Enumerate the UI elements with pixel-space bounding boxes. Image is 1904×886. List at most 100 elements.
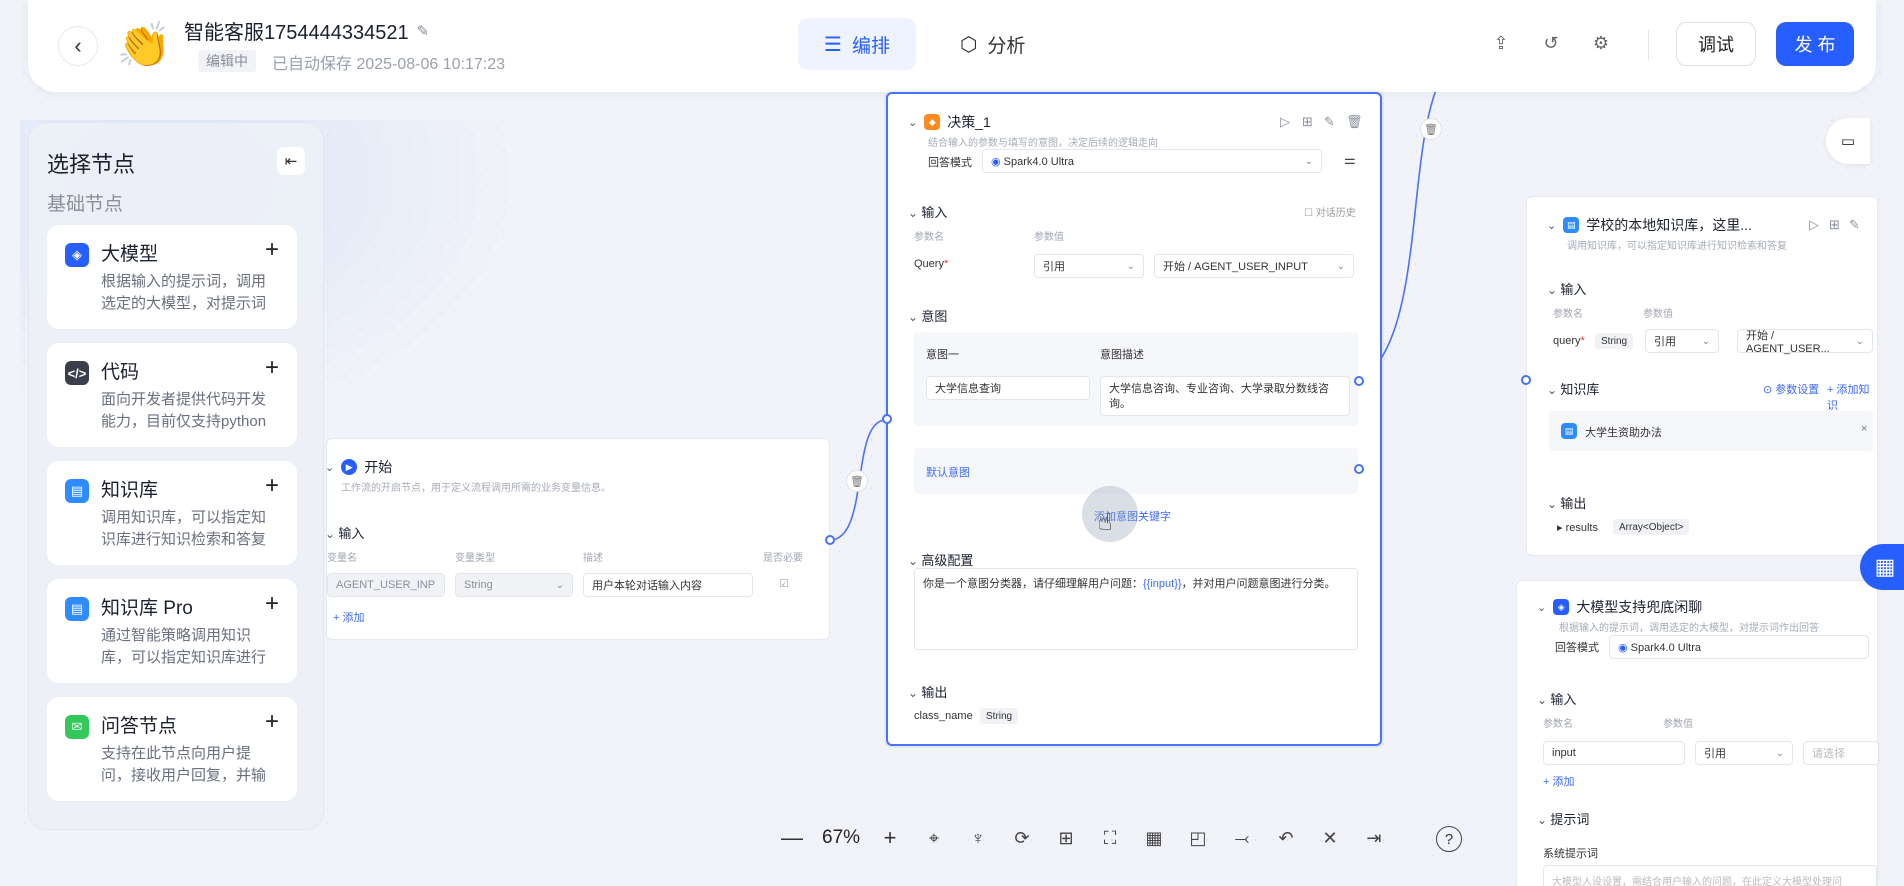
zoom-level: 67% — [822, 827, 861, 848]
zoom-out-button[interactable]: — — [781, 825, 803, 850]
kb-node[interactable]: ⌄ ▤ 学校的本地知识库，这里... ▷ ⊞ ✎ 调用知识库，可以指定知识库进行… — [1521, 196, 1878, 556]
output-type-badge: String — [980, 708, 1019, 724]
run-icon[interactable]: ▷ — [1280, 114, 1290, 129]
edit-icon[interactable]: ✎ — [1324, 114, 1335, 129]
undo-icon[interactable]: ↶ — [1278, 827, 1294, 848]
add-node-icon[interactable]: ⊞ — [1058, 827, 1074, 848]
qr-code-icon[interactable]: ▦ — [1860, 544, 1904, 590]
col-param: 参数名 — [1553, 309, 1583, 320]
document-icon: ▤ — [1563, 217, 1580, 233]
trash-icon[interactable]: 🗑 — [1346, 114, 1363, 129]
intent-name-input[interactable]: 大学信息查询 — [926, 376, 1090, 400]
kb-output-type: Array<Object> — [1613, 519, 1690, 535]
plus-icon[interactable]: + — [264, 236, 279, 263]
intent-desc-label: 意图描述 — [1100, 349, 1144, 361]
plus-icon[interactable]: + — [264, 472, 279, 499]
export-icon[interactable]: ⇥ — [1366, 827, 1382, 848]
col-value: 参数值 — [1663, 719, 1693, 730]
add-keyword-button[interactable]: 添加意图关键字 — [1094, 511, 1171, 523]
var-type-select: String⌄ — [455, 573, 573, 597]
advanced-section: 高级配置 — [908, 550, 973, 569]
model-select[interactable]: ◉ Spark4.0 Ultra⌄ — [982, 149, 1322, 173]
node-card-llm[interactable]: ◈ 大模型 + 根据输入的提示词，调用选定的大模型，对提示词作… — [47, 225, 297, 329]
intent-name-label: 意图一 — [926, 349, 959, 361]
llm-icon: ◈ — [1553, 599, 1570, 615]
broom-icon[interactable]: ♆ — [971, 827, 985, 848]
document-icon: ▤ — [1561, 423, 1577, 439]
document-icon: ▤ — [65, 479, 89, 503]
output-port[interactable] — [825, 535, 835, 545]
note-icon[interactable]: ◰ — [1189, 827, 1207, 848]
remove-kb-icon[interactable]: × — [1861, 423, 1868, 435]
collapse-icon[interactable]: ✕ — [1322, 827, 1338, 848]
refresh-icon[interactable]: ⟳ — [1014, 827, 1030, 848]
llm-node[interactable]: ⌄ ◈ 大模型支持兜底闲聊 根据输入的提示词，调用选定的大模型，对提示词作出回答… — [1516, 580, 1879, 886]
edit-icon[interactable]: ✎ — [1849, 217, 1860, 232]
tab-orchestrate[interactable]: ☰ 编排 — [798, 18, 916, 70]
node-card-code[interactable]: </> 代码 + 面向开发者提供代码开发能力，目前仅支持python语… — [47, 343, 297, 447]
branch-icon[interactable]: ⤙ — [1234, 827, 1250, 848]
llm-ref-value-select[interactable]: 请选择 — [1803, 741, 1879, 765]
tab-analysis[interactable]: ⬡ 分析 — [934, 18, 1051, 70]
intent-port[interactable] — [1354, 376, 1364, 386]
param-settings-button[interactable]: ⊙ 参数设置 — [1763, 384, 1820, 396]
zoom-in-button[interactable]: + — [883, 825, 897, 850]
kb-item: ▤ 大学生资助办法 × — [1549, 411, 1873, 451]
minimap-toggle-icon[interactable]: ▭ — [1826, 118, 1870, 164]
help-button[interactable]: ? — [1436, 826, 1462, 852]
layout-icon[interactable]: ▦ — [1145, 827, 1163, 848]
llm-node-title: ⌄ ◈ 大模型支持兜底闲聊 — [1537, 599, 1703, 615]
default-intent-port[interactable] — [1354, 464, 1364, 474]
sys-prompt-input[interactable]: 大模型人设设置，需结合用户输入的问题，在此定义大模型处理问 — [1543, 865, 1877, 886]
history-icon[interactable]: ↺ — [1543, 32, 1559, 53]
locate-icon[interactable]: ⌖ — [928, 827, 940, 848]
node-card-qa[interactable]: ✉ 问答节点 + 支持在此节点向用户提问，接收用户回复，并输出回… — [47, 697, 297, 801]
plus-icon[interactable]: + — [264, 354, 279, 381]
plus-icon[interactable]: + — [264, 708, 279, 735]
gear-icon[interactable]: ⚙ — [1592, 32, 1610, 53]
prompt-section: 提示词 — [1537, 809, 1589, 828]
publish-button[interactable]: 发 布 — [1776, 22, 1854, 66]
decision-node[interactable]: ⌄ ◆ 决策_1 ▷ ⊞ ✎ 🗑 结合输入的参数与填写的意图，决定后续的逻辑走向… — [882, 92, 1382, 746]
node-card-knowledge-pro[interactable]: ▤ 知识库 Pro + 通过智能策略调用知识库，可以指定知识库进行知识… — [47, 579, 297, 683]
default-intent-box — [914, 448, 1358, 494]
kb-ref-value-select[interactable]: 开始 / AGENT_USER...⌄ — [1737, 329, 1873, 355]
input-port[interactable] — [882, 414, 892, 424]
llm-model-select[interactable]: ◉ Spark4.0 Ultra — [1609, 635, 1869, 659]
add-kb-button[interactable]: + 添加知识 — [1827, 384, 1870, 412]
app-title-text: 智能客服1754444334521 — [184, 22, 409, 44]
copy-icon[interactable]: ⊞ — [1302, 114, 1313, 129]
delete-edge-icon[interactable]: 🗑 — [846, 470, 868, 492]
add-var-button[interactable]: + 添加 — [333, 612, 365, 624]
start-input-section: 输入 — [325, 523, 364, 542]
ref-type-select[interactable]: 引用⌄ — [1034, 254, 1144, 278]
node-card-desc: 根据输入的提示词，调用选定的大模型，对提示词作… — [101, 273, 267, 312]
node-card-knowledge[interactable]: ▤ 知识库 + 调用知识库，可以指定知识库进行知识检索和答复 — [47, 461, 297, 565]
delete-edge-icon[interactable]: 🗑 — [1420, 118, 1442, 140]
run-icon[interactable]: ▷ — [1809, 217, 1819, 232]
sliders-icon[interactable]: ⚌ — [1344, 152, 1356, 167]
collapse-panel-icon[interactable]: ⇤ — [277, 147, 305, 175]
start-node[interactable]: ⌄ ▶ 开始 工作流的开启节点，用于定义流程调用所需的业务变量信息。 输入 变量… — [325, 438, 835, 640]
kb-desc: 调用知识库，可以指定知识库进行知识检索和答复 — [1567, 241, 1787, 252]
var-desc-field[interactable]: 用户本轮对话输入内容 — [583, 573, 753, 597]
plus-icon[interactable]: + — [264, 590, 279, 617]
history-toggle[interactable]: ☐ 对话历史 — [1304, 208, 1356, 219]
edit-pencil-icon[interactable]: ✎ — [416, 22, 430, 40]
llm-add-param-button[interactable]: + 添加 — [1543, 776, 1575, 788]
copy-icon[interactable]: ⊞ — [1829, 217, 1840, 232]
kb-ref-type-select[interactable]: 引用⌄ — [1645, 329, 1719, 353]
upload-icon[interactable]: ⇪ — [1493, 32, 1509, 53]
ref-value-select[interactable]: 开始 / AGENT_USER_INPUT⌄ — [1154, 254, 1354, 278]
node-card-name: 知识库 Pro — [101, 598, 193, 619]
llm-ref-type-select[interactable]: 引用⌄ — [1695, 741, 1793, 765]
fit-view-icon[interactable]: ⛶ — [1103, 827, 1117, 848]
intent-desc-input[interactable]: 大学信息咨询、专业咨询、大学录取分数线咨询。 — [1100, 376, 1350, 416]
llm-param-input[interactable]: input — [1543, 741, 1685, 765]
back-button[interactable]: ‹ — [58, 26, 98, 66]
node-card-desc: 面向开发者提供代码开发能力，目前仅支持python语… — [101, 391, 267, 430]
prompt-textarea[interactable]: 你是一个意图分类器，请仔细理解用户问题：{{input}}，并对用户问题意图进行… — [914, 568, 1358, 650]
kb-input-port[interactable] — [1521, 375, 1531, 385]
panel-subtitle: 基础节点 — [47, 194, 124, 215]
debug-button[interactable]: 调试 — [1676, 22, 1756, 66]
